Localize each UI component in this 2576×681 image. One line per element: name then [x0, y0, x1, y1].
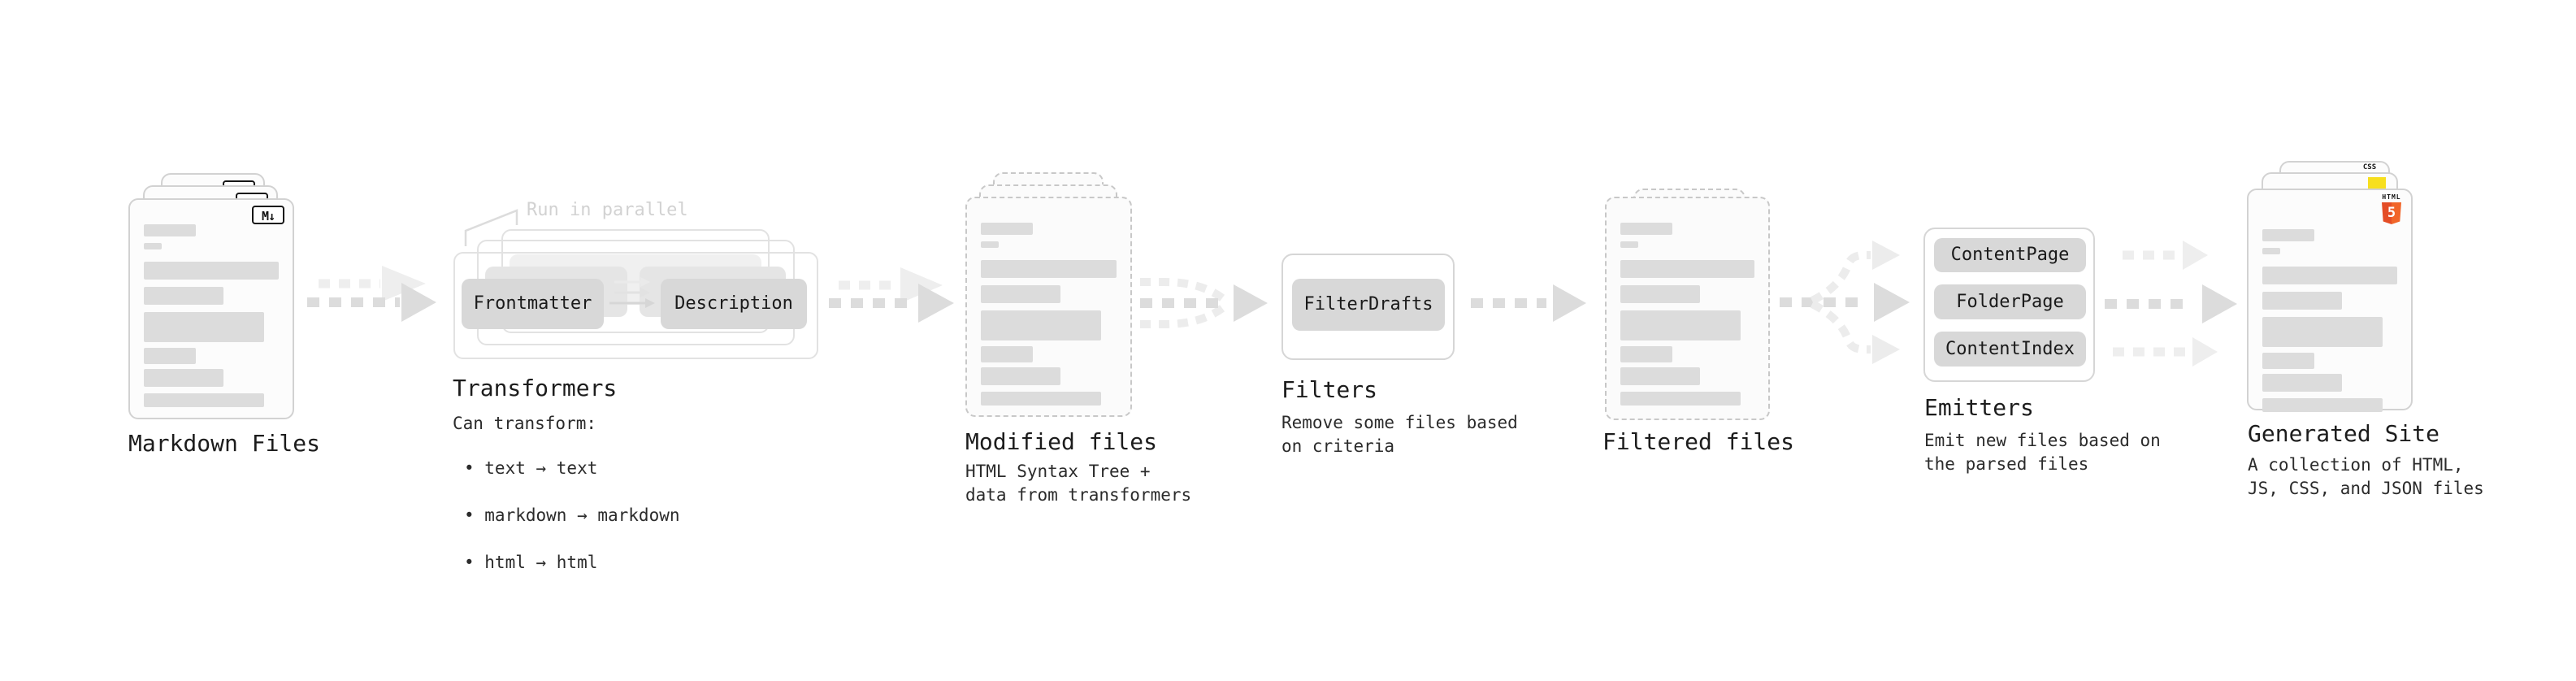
description-pill: Description [661, 279, 807, 329]
text-line-placeholder [144, 348, 196, 364]
bullet-item: • html → html [464, 553, 598, 572]
text-line-placeholder [2262, 292, 2342, 310]
file-card [1605, 197, 1770, 420]
text-line-placeholder [981, 285, 1060, 303]
transform-bullet-list: • text → text • markdown → markdown • ht… [453, 433, 680, 598]
stage-description: A collection of HTML, JS, CSS, and JSON … [2248, 455, 2484, 498]
bullet-item: • text → text [464, 458, 598, 478]
text-line-placeholder [981, 241, 999, 248]
stage-description: Remove some files based on criteria [1281, 413, 1518, 456]
arrow-markdown-to-transformers [307, 266, 436, 322]
transformer-box-front [453, 252, 818, 359]
text-line-placeholder [2262, 374, 2342, 392]
text-line-placeholder [981, 223, 1033, 235]
text-line-placeholder [2262, 229, 2314, 241]
arrow-modified-to-filters-merge [1140, 278, 1268, 328]
filterdrafts-pill: FilterDrafts [1292, 279, 1445, 331]
file-content-placeholder [981, 223, 1117, 406]
stage-title: Markdown Files [128, 430, 321, 457]
contentpage-pill: ContentPage [1934, 238, 2086, 272]
markdown-icon: M↓ [252, 206, 284, 224]
text-line-placeholder [1620, 241, 1638, 248]
text-line-placeholder [1620, 310, 1741, 340]
text-line-placeholder [1620, 260, 1754, 278]
text-line-placeholder [144, 287, 223, 305]
text-line-placeholder [1620, 285, 1700, 303]
stage-title: Modified files [965, 428, 1158, 455]
text-line-placeholder [2262, 248, 2280, 254]
html5-icon-shield: 5 [2382, 202, 2401, 224]
text-line-placeholder [1620, 223, 1672, 235]
text-line-placeholder [981, 260, 1117, 278]
text-line-placeholder [144, 224, 196, 236]
arrow-emitters-to-generated [2105, 241, 2237, 367]
text-line-placeholder [144, 369, 223, 387]
stage-title: Filtered files [1602, 428, 1795, 455]
text-line-placeholder [981, 392, 1101, 406]
frontmatter-pill: Frontmatter [462, 279, 604, 329]
text-line-placeholder [1620, 346, 1672, 362]
stage-description: HTML Syntax Tree + data from transformer… [965, 462, 1192, 505]
css-icon-label: CSS [2362, 163, 2377, 171]
text-line-placeholder [144, 393, 264, 407]
html5-icon-caption: HTML [2382, 193, 2401, 201]
text-line-placeholder [1620, 367, 1700, 385]
text-line-placeholder [981, 310, 1101, 340]
arrow-filters-to-filtered [1471, 284, 1586, 322]
text-line-placeholder [144, 312, 264, 342]
stage-description: Can transform: [453, 414, 597, 433]
file-card: M↓ [128, 198, 294, 419]
stage-description: Emit new files based on the parsed files [1924, 431, 2161, 474]
text-line-placeholder [2262, 398, 2383, 412]
text-line-placeholder [2262, 353, 2314, 369]
text-line-placeholder [2262, 267, 2397, 284]
text-line-placeholder [981, 367, 1060, 385]
arrow-filtered-to-emitters-fanout [1780, 241, 1910, 364]
stage-title: Filters [1281, 376, 1378, 403]
run-in-parallel-annotation: Run in parallel [527, 200, 688, 220]
folderpage-pill: FolderPage [1934, 284, 2086, 319]
text-line-placeholder [144, 262, 279, 280]
js-icon [2368, 177, 2386, 192]
text-line-placeholder [981, 346, 1033, 362]
stage-title: Generated Site [2248, 420, 2440, 447]
arrow-transformers-to-modified [829, 267, 954, 323]
file-card [965, 197, 1132, 417]
file-content-placeholder [1620, 223, 1754, 406]
file-content-placeholder [2262, 229, 2397, 412]
contentindex-pill: ContentIndex [1934, 332, 2086, 367]
stage-title: Transformers [453, 375, 618, 401]
text-line-placeholder [144, 243, 162, 249]
text-line-placeholder [1620, 392, 1741, 406]
file-card: HTML 5 [2247, 189, 2413, 412]
text-line-placeholder [2262, 317, 2383, 347]
html5-icon: HTML 5 [2381, 194, 2402, 224]
file-content-placeholder [144, 224, 279, 407]
stage-title: Emitters [1924, 394, 2034, 421]
bullet-item: • markdown → markdown [464, 505, 680, 525]
